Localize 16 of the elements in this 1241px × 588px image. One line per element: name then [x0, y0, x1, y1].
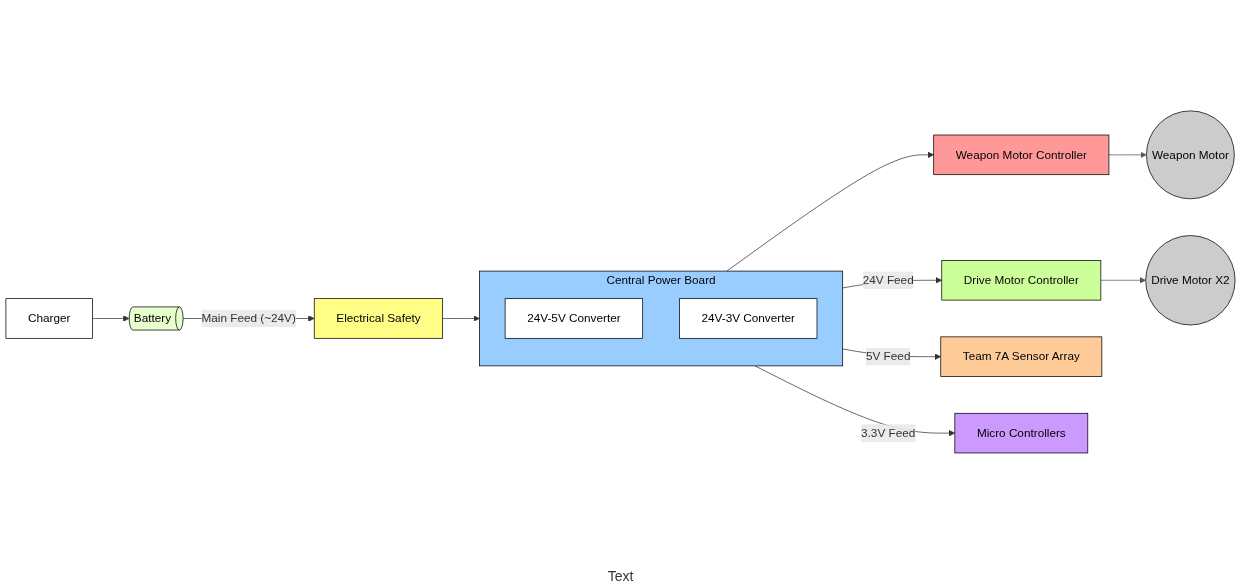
- node-box: Weapon Motor Controller: [933, 134, 1110, 176]
- node-box: Charger: [5, 298, 93, 339]
- note-text: Text: [607, 568, 634, 584]
- edge-label: 24V Feed: [862, 273, 914, 287]
- edge-label: 5V Feed: [865, 350, 911, 363]
- node-box: Electrical Safety: [313, 298, 443, 339]
- node-box: 24V-3V Converter: [679, 298, 818, 339]
- node-box: Drive Motor Controller: [941, 260, 1102, 301]
- node-circle: Weapon Motor: [1146, 110, 1235, 200]
- node-box: 24V-5V Converter: [504, 298, 644, 339]
- node-box: Micro Controllers: [954, 413, 1089, 454]
- node-circle: Drive Motor X2: [1145, 235, 1236, 326]
- node-text: Battery: [133, 311, 172, 325]
- edge-label: Main Feed (~24V): [201, 311, 296, 325]
- edge-label: 3.3V Feed: [861, 426, 916, 440]
- node-box: Team 7A Sensor Array: [940, 336, 1103, 377]
